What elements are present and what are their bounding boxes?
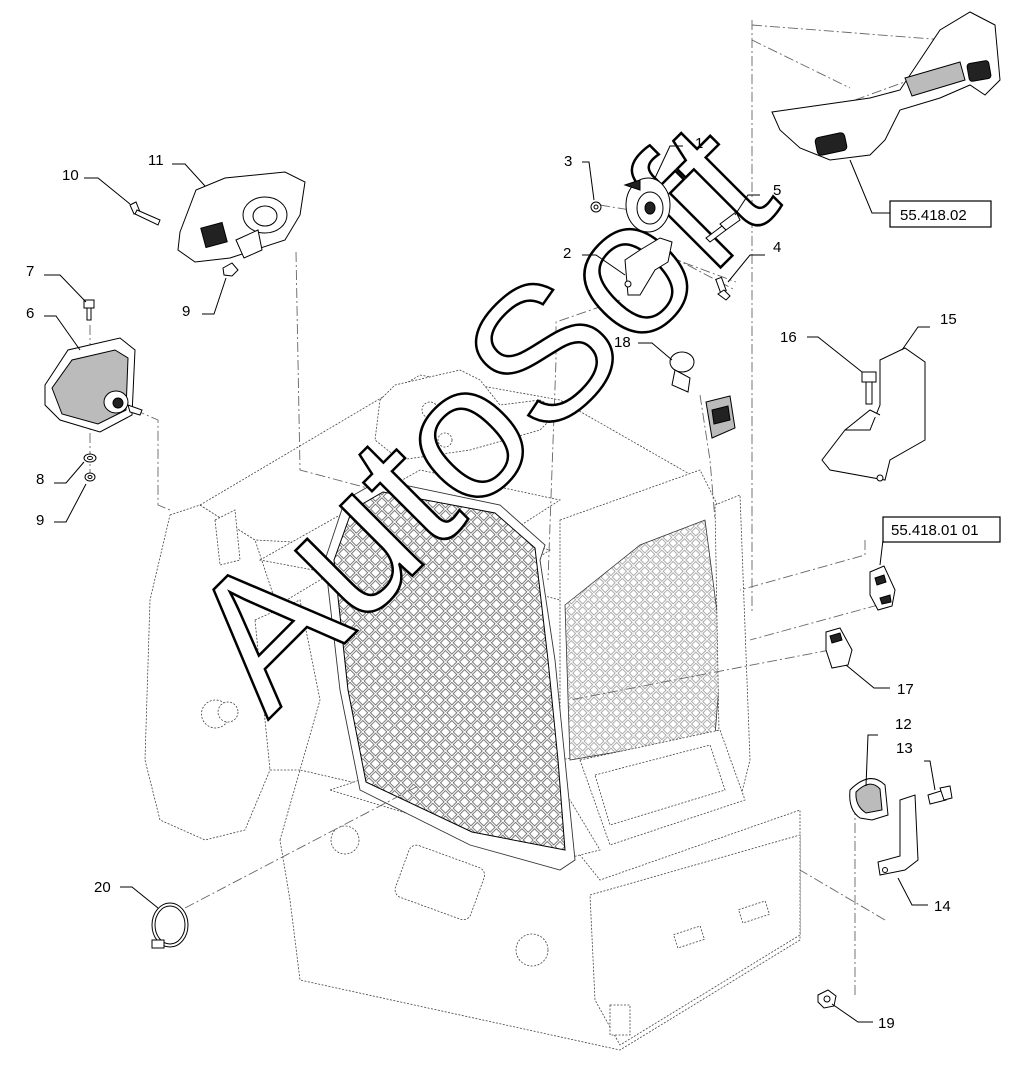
part-label-9-lower: 9: [36, 512, 44, 529]
part-label-2: 2: [563, 245, 571, 262]
part-label-16: 16: [780, 329, 797, 346]
long-bolt-icon: [705, 211, 741, 243]
rear-connector-icon: [869, 565, 896, 611]
part-label-12: 12: [895, 716, 912, 733]
front-light-bar-icon: [771, 11, 1001, 161]
washer-icon: [83, 453, 97, 463]
tail-lamp-icon: [177, 171, 306, 263]
part-label-4: 4: [773, 239, 781, 256]
horn-icon: [623, 177, 671, 233]
part-label-14: 14: [934, 898, 951, 915]
part-label-5: 5: [773, 182, 781, 199]
part-label-20: 20: [94, 879, 111, 896]
reference-box-front[interactable]: 55.418.02: [889, 200, 992, 228]
part-labels: 1 2 3 4 5 6 7 8 9 9 10 11 12 13 14 15 16…: [26, 135, 957, 1032]
connector-icon: [825, 627, 853, 669]
reference-front-label: 55.418.02: [900, 207, 967, 224]
part-label-13: 13: [896, 740, 913, 757]
nut-icon: [84, 472, 96, 482]
relay-bracket-icon: [821, 347, 926, 482]
nut-icon: [590, 201, 602, 213]
nut-icon: [222, 262, 239, 277]
bolt-icon: [861, 371, 877, 405]
loader-frame: [144, 369, 801, 1051]
reference-box-rear[interactable]: 55.418.01 01: [882, 516, 1001, 543]
reference-rear-label: 55.418.01 01: [891, 522, 979, 539]
part-label-8: 8: [36, 471, 44, 488]
relay-icon: [669, 351, 736, 439]
bolt-icon: [715, 276, 731, 301]
part-label-19: 19: [878, 1015, 895, 1032]
part-label-1: 1: [695, 135, 703, 152]
part-label-9-upper: 9: [182, 303, 190, 320]
leader-lines: [44, 145, 936, 1023]
work-light-icon: [44, 337, 143, 433]
part-label-3: 3: [564, 153, 572, 170]
cable-tie-icon: [151, 902, 189, 949]
part-label-17: 17: [897, 681, 914, 698]
part-label-11: 11: [148, 152, 164, 169]
bolt-icon: [129, 201, 161, 226]
nut-icon: [817, 989, 837, 1009]
part-label-10: 10: [62, 167, 79, 184]
horn-bracket-icon: [624, 237, 673, 296]
part-label-15: 15: [940, 311, 957, 328]
bolt-icon: [83, 299, 95, 321]
part-label-6: 6: [26, 305, 34, 322]
bolt-icon: [927, 785, 953, 805]
mount-bracket-icon: [877, 794, 919, 876]
part-label-7: 7: [26, 263, 34, 280]
clamp-icon: [849, 778, 889, 821]
part-label-18: 18: [614, 334, 631, 351]
